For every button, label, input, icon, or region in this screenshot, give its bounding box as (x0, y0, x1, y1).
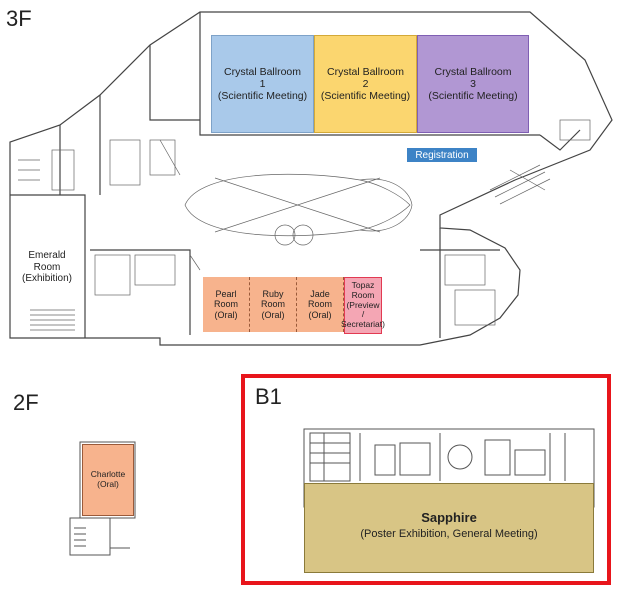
floor-2f-label: 2F (13, 390, 39, 415)
crystal-ballroom-1: Crystal Ballroom 1 (Scientific Meeting) (211, 35, 314, 133)
floor-2f-plan (69, 441, 136, 556)
floor-b1-label: B1 (255, 384, 282, 409)
sapphire-room-desc: (Poster Exhibition, General Meeting) (360, 528, 538, 540)
charlotte-room: Charlotte (Oral) (82, 444, 134, 516)
floor-3f-label: 3F (6, 6, 32, 31)
ruby-room: Ruby Room (Oral) (250, 277, 297, 332)
floor-3f-plan (9, 11, 613, 346)
b1-highlight-frame (241, 374, 611, 585)
jade-room: Jade Room (Oral) (297, 277, 344, 332)
sapphire-room-name: Sapphire (421, 510, 477, 525)
emerald-room: Emerald Room (Exhibition) (21, 250, 73, 285)
crystal-ballroom-3: Crystal Ballroom 3 (Scientific Meeting) (417, 35, 529, 133)
pearl-room: Pearl Room (Oral) (203, 277, 250, 332)
crystal-ballroom-2: Crystal Ballroom 2 (Scientific Meeting) (314, 35, 417, 133)
topaz-room: Topaz Room (Preview / Secretariat) (341, 277, 385, 334)
registration-tag: Registration (407, 148, 477, 162)
sapphire-room (304, 483, 594, 573)
